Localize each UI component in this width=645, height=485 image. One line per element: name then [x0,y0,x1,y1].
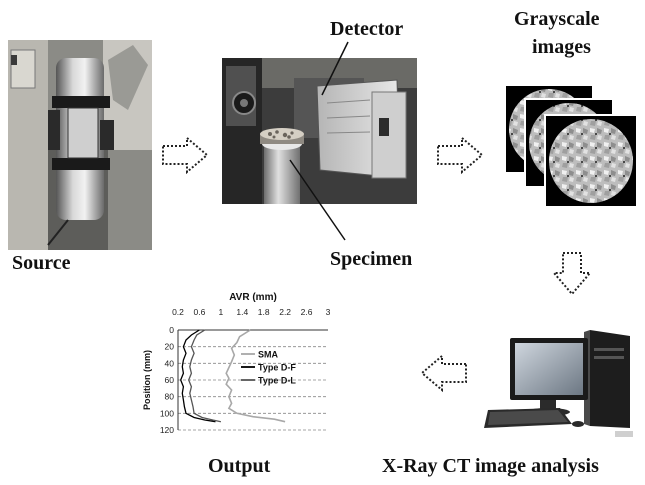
x-tick-label: 2.6 [301,307,313,317]
legend-label: SMA [258,350,279,360]
y-tick-label: 40 [165,358,175,368]
detector-label: Detector [330,18,404,40]
analysis-label: X-Ray CT image analysis [382,455,599,477]
x-tick-label: 1 [218,307,223,317]
chart-title: AVR (mm) [229,292,277,303]
x-tick-label: 1.8 [258,307,270,317]
series-line-3 [187,329,222,423]
series-line-2 [179,329,216,423]
arrow-down-icon [551,252,593,296]
source-photo [8,40,152,250]
y-tick-label: 100 [160,408,174,418]
output-label: Output [208,455,271,477]
y-tick-label: 20 [165,342,175,352]
y-axis-label: Position (mm) [142,350,152,410]
ct-slice-front [544,114,638,208]
computer-image [480,328,640,440]
y-tick-label: 120 [160,425,174,435]
x-tick-label: 0.2 [172,307,184,317]
arrow-right-icon [162,135,209,175]
legend-label: Type D-F [258,363,296,373]
grayscale-slices [505,85,640,210]
arrow-left-icon [420,353,467,393]
source-label: Source [12,252,71,274]
series-line-1 [225,329,286,423]
avr-chart: AVR (mm) 0.2 0.6 1 1.4 1.8 2.2 2.6 3 0 20 40 60 80 100… [142,292,331,435]
grayscale-label-line2: images [532,36,591,58]
grayscale-label-line1: Grayscale [514,8,600,30]
x-tick-label: 3 [326,307,331,317]
x-tick-label: 2.2 [279,307,291,317]
y-tick-label: 0 [169,325,174,335]
legend-label: Type D-L [258,376,296,386]
specimen-label: Specimen [330,248,413,270]
detector-specimen-photo [222,58,417,204]
arrow-right-icon [437,135,484,175]
x-tick-label: 1.4 [236,307,248,317]
x-tick-label: 0.6 [194,307,206,317]
y-tick-label: 80 [165,392,175,402]
y-tick-label: 60 [165,375,175,385]
